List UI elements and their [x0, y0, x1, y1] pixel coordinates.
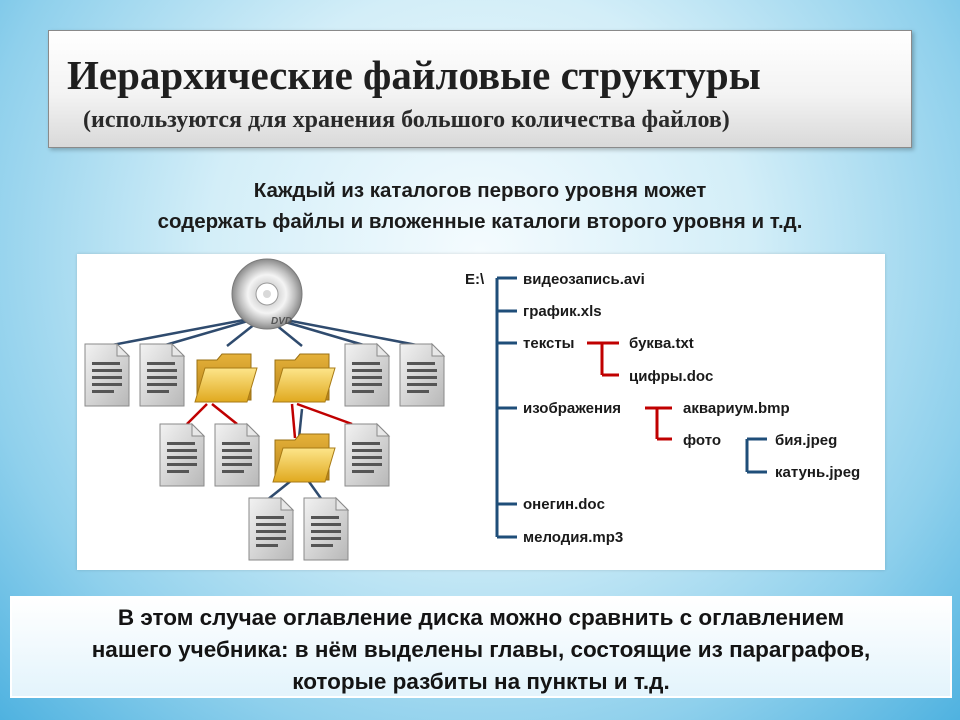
- tree-item-onegin: онегин.doc: [523, 496, 605, 513]
- page-title: Иерархические файловые структуры: [67, 52, 761, 98]
- tree-item-melody: мелодия.mp3: [523, 529, 623, 546]
- tree-item-katun: катунь.jpeg: [775, 464, 860, 481]
- diagram-panel: DVD: [77, 254, 885, 570]
- file-icon: [303, 497, 349, 561]
- dvd-label: DVD: [271, 316, 292, 327]
- file-icon: [214, 423, 260, 487]
- tree-item-digits: цифры.doc: [629, 368, 713, 385]
- dvd-icon: DVD: [231, 258, 303, 330]
- page-subtitle: (используются для хранения большого коли…: [83, 107, 730, 133]
- hierarchy-diagram: DVD: [84, 258, 860, 561]
- folder-icon: [272, 353, 336, 403]
- summary-line-3: которые разбиты на пункты и т.д.: [292, 669, 670, 694]
- intro-line-2: содержать файлы и вложенные каталоги вто…: [157, 210, 803, 233]
- file-icon: [159, 423, 205, 487]
- file-icon: [344, 343, 390, 407]
- folder-icon: [194, 353, 258, 403]
- tree-item-photo: фото: [683, 432, 721, 449]
- file-icon: [248, 497, 294, 561]
- tree-item-video: видеозапись.avi: [523, 271, 645, 288]
- file-icon: [84, 343, 130, 407]
- tree-item-images: изображения: [523, 400, 621, 417]
- summary-line-1: В этом случае оглавление диска можно сра…: [117, 605, 845, 630]
- tree-item-letter: буква.txt: [629, 335, 694, 352]
- intro-line-1: Каждый из каталогов первого уровня может: [253, 179, 707, 202]
- summary-box: В этом случае оглавление диска можно сра…: [10, 596, 952, 698]
- title-box: Иерархические файловые структуры (исполь…: [48, 30, 912, 148]
- tree-item-aquarium: аквариум.bmp: [683, 400, 790, 417]
- tree-item-biya: бия.jpeg: [775, 432, 837, 449]
- tree-root-label: E:\: [465, 271, 485, 288]
- summary-text: В этом случае оглавление диска можно сра…: [12, 602, 950, 698]
- summary-line-2: нашего учебника: в нём выделены главы, с…: [91, 637, 871, 662]
- tree-item-graph: график.xls: [523, 303, 602, 320]
- folder-icon: [272, 433, 336, 483]
- tree-item-texts: тексты: [523, 335, 575, 352]
- file-icon: [344, 423, 390, 487]
- file-icon: [399, 343, 445, 407]
- file-icon: [139, 343, 185, 407]
- text-tree-lines: [495, 276, 767, 539]
- intro-text: Каждый из каталогов первого уровня может…: [40, 175, 920, 237]
